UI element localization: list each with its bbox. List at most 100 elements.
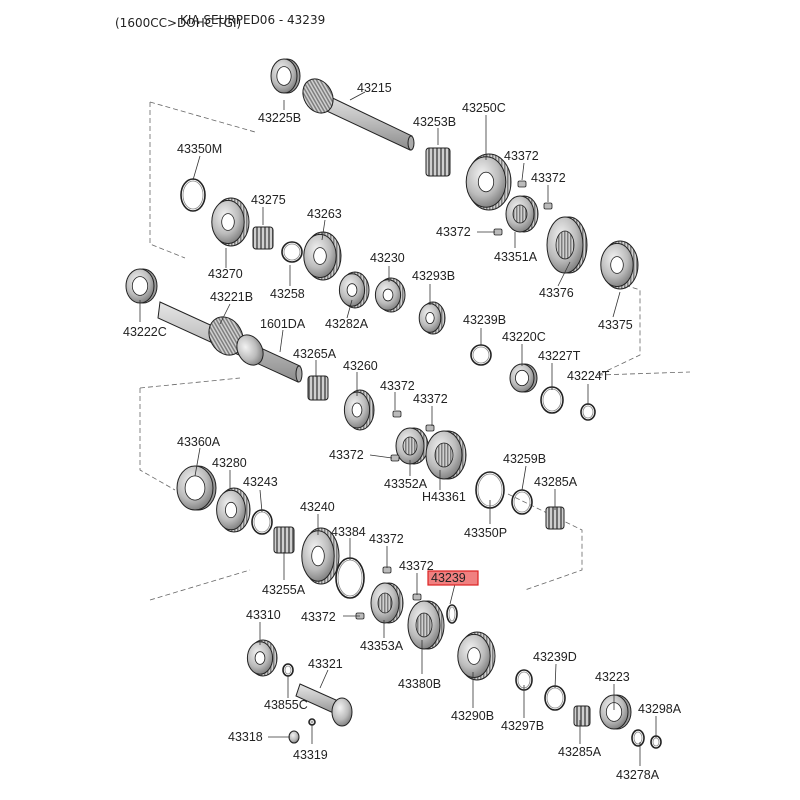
- part-gear-43250C: [465, 153, 512, 211]
- part-bearing-43285A-b: [573, 705, 591, 727]
- label-43265A[interactable]: 43265A: [293, 347, 337, 361]
- part-bearing-43220C: [509, 363, 538, 393]
- part-spacer-43239D: [544, 685, 566, 711]
- label-43360A[interactable]: 43360A: [177, 435, 221, 449]
- part-bearing-43285A-a: [545, 506, 565, 530]
- label-43230[interactable]: 43230: [370, 251, 405, 265]
- part-bearing-43265A: [307, 375, 329, 401]
- label-43352A[interactable]: 43352A: [384, 477, 428, 491]
- label-43240[interactable]: 43240: [300, 500, 335, 514]
- label-43239D[interactable]: 43239D: [533, 650, 577, 664]
- label-43222C[interactable]: 43222C: [123, 325, 167, 339]
- label-43372-c[interactable]: 43372: [436, 225, 471, 239]
- part-spacer-43259B: [511, 489, 533, 515]
- label-43215[interactable]: 43215: [357, 81, 392, 95]
- label-43372-b[interactable]: 43372: [531, 171, 566, 185]
- part-gear-43360A: [176, 465, 217, 511]
- part-bearing-43255A: [273, 526, 295, 554]
- part-hub-43353A: [370, 582, 404, 624]
- label-43380B[interactable]: 43380B: [398, 677, 441, 691]
- label-43224T[interactable]: 43224T: [567, 369, 610, 383]
- label-43275[interactable]: 43275: [251, 193, 286, 207]
- part-gear-43263: [303, 231, 342, 281]
- part-gear-43310: [246, 639, 278, 677]
- label-43282A[interactable]: 43282A: [325, 317, 369, 331]
- label-43372-i[interactable]: 43372: [301, 610, 336, 624]
- label-43855C[interactable]: 43855C: [264, 698, 308, 712]
- label-43227T[interactable]: 43227T: [538, 349, 581, 363]
- label-43285A-a[interactable]: 43285A: [534, 475, 578, 489]
- label-43223[interactable]: 43223: [595, 670, 630, 684]
- label-43297B[interactable]: 43297B: [501, 719, 544, 733]
- label-43310[interactable]: 43310: [246, 608, 281, 622]
- part-bushing-43239B: [470, 344, 492, 366]
- leader-lines: [139, 91, 657, 766]
- part-gear-43282A: [338, 271, 370, 309]
- label-43243[interactable]: 43243: [243, 475, 278, 489]
- label-43293B[interactable]: 43293B: [412, 269, 455, 283]
- parts-group: [125, 58, 662, 749]
- part-bearing-43275: [252, 226, 274, 250]
- label-43220C[interactable]: 43220C: [502, 330, 546, 344]
- part-bearing-43223: [599, 694, 632, 730]
- part-pin-43372-e: [425, 424, 435, 432]
- label-43258[interactable]: 43258: [270, 287, 305, 301]
- label-43353A[interactable]: 43353A: [360, 639, 404, 653]
- label-43290B[interactable]: 43290B: [451, 709, 494, 723]
- label-43239B[interactable]: 43239B: [463, 313, 506, 327]
- label-43351A[interactable]: 43351A: [494, 250, 538, 264]
- label-43270[interactable]: 43270: [208, 267, 243, 281]
- label-43350P[interactable]: 43350P: [464, 526, 507, 540]
- output-shaft-43221B: [157, 301, 303, 383]
- label-43376[interactable]: 43376: [539, 286, 574, 300]
- label-43372-a[interactable]: 43372: [504, 149, 539, 163]
- part-gear-43260: [343, 389, 375, 431]
- label-43375[interactable]: 43375: [598, 318, 633, 332]
- label-43259B[interactable]: 43259B: [503, 452, 546, 466]
- part-ring-43224T: [580, 403, 596, 421]
- label-43319[interactable]: 43319: [293, 748, 328, 762]
- label-43253B[interactable]: 43253B: [413, 115, 456, 129]
- label-43239[interactable]: 43239: [431, 571, 466, 585]
- label-43372-h[interactable]: 43372: [399, 559, 434, 573]
- label-43372-f[interactable]: 43372: [329, 448, 364, 462]
- label-43318[interactable]: 43318: [228, 730, 263, 744]
- part-bolt-43318: [288, 730, 300, 744]
- label-43321[interactable]: 43321: [308, 657, 343, 671]
- label-43260[interactable]: 43260: [343, 359, 378, 373]
- part-labels: 43225B 43215 43253B 43250C 43350M 43372 …: [123, 81, 682, 782]
- part-sleeve-43376: [546, 216, 588, 274]
- label-43372-g[interactable]: 43372: [369, 532, 404, 546]
- part-pin-43372-d: [392, 410, 402, 418]
- part-pin-43372-c: [493, 228, 503, 236]
- label-43285A-b[interactable]: 43285A: [558, 745, 602, 759]
- part-gear-43230: [374, 277, 406, 313]
- highlight-box-43239: [427, 570, 479, 586]
- part-spacer-43258: [281, 241, 303, 263]
- part-gear-43280: [216, 487, 251, 533]
- label-43372-e[interactable]: 43372: [413, 392, 448, 406]
- part-gear-43293B: [418, 301, 446, 335]
- label-H43361[interactable]: H43361: [422, 490, 466, 504]
- label-43278A[interactable]: 43278A: [616, 768, 660, 782]
- part-hub-43352A: [395, 427, 429, 465]
- part-pin-43372-f: [390, 454, 400, 462]
- label-43280[interactable]: 43280: [212, 456, 247, 470]
- label-43263[interactable]: 43263: [307, 207, 342, 221]
- label-43225B[interactable]: 43225B: [258, 111, 301, 125]
- label-43372-d[interactable]: 43372: [380, 379, 415, 393]
- label-1601DA[interactable]: 1601DA: [260, 317, 306, 331]
- label-43255A[interactable]: 43255A: [262, 583, 306, 597]
- part-ring-43243: [251, 509, 273, 535]
- label-43298A[interactable]: 43298A: [638, 702, 682, 716]
- label-43350M[interactable]: 43350M: [177, 142, 222, 156]
- label-43384[interactable]: 43384: [331, 525, 366, 539]
- label-43221B[interactable]: 43221B: [210, 290, 253, 304]
- part-snapring-43239: [446, 604, 458, 624]
- part-pin-43372-b: [543, 202, 553, 210]
- part-gear-43275: [211, 197, 250, 247]
- header-catalog: KIA SEURPED06 - 43239: [180, 13, 325, 27]
- part-bearing-43225B: [270, 58, 301, 94]
- label-43250C[interactable]: 43250C: [462, 101, 506, 115]
- part-gear-43240: [301, 527, 340, 585]
